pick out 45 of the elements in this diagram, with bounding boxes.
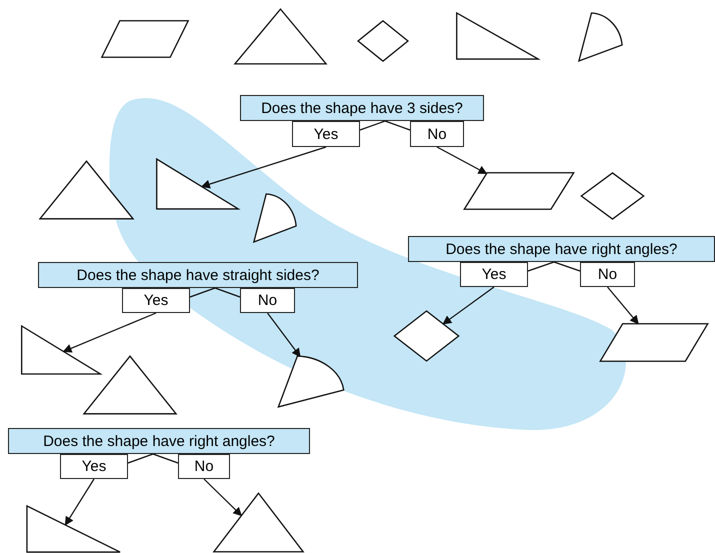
triangle-shape [233,8,328,65]
triangle-shape [82,355,178,415]
question-box: Does the shape have 3 sides? [240,95,484,121]
right-triangle-shape [25,505,122,553]
connector-line [190,287,216,298]
parallelogram-shape [598,323,710,362]
right-triangle-shape [455,12,540,60]
arrow [62,312,156,353]
answer-box: Yes [292,121,360,147]
parallelogram-shape [462,172,576,210]
connector-line [214,287,240,298]
right-triangle-shape [155,158,240,210]
sector-shape [253,193,297,243]
connector-line [128,453,154,464]
arrow [436,146,488,174]
diamond-shape [580,172,645,220]
question-box: Does the shape have right angles? [408,236,715,262]
question-box: Does the shape have right angles? [8,428,310,454]
connector-line [152,453,178,464]
question-box: Does the shape have straight sides? [38,262,358,288]
connector-line [554,261,580,272]
sector-shape [578,12,623,62]
arrow [267,312,301,358]
answer-box: No [178,454,230,479]
connector-line [528,261,554,272]
right-triangle-shape [20,325,102,375]
answer-box: No [410,121,464,147]
answer-box: No [240,288,295,313]
arrow [200,146,326,188]
answer-box: Yes [122,288,190,313]
answer-box: Yes [460,262,528,287]
diamond-shape [357,20,409,62]
triangle-shape [38,160,135,220]
connector-line [384,120,410,131]
arrow [607,286,639,324]
arrow [204,478,242,516]
triangle-shape [212,492,305,553]
parallelogram-shape [100,20,190,58]
arrow [442,286,494,324]
sector-shape [277,355,345,408]
diamond-shape [393,310,460,362]
answer-box: No [580,262,635,287]
connector-line [360,120,386,131]
arrow [64,478,94,526]
answer-box: Yes [60,454,128,479]
